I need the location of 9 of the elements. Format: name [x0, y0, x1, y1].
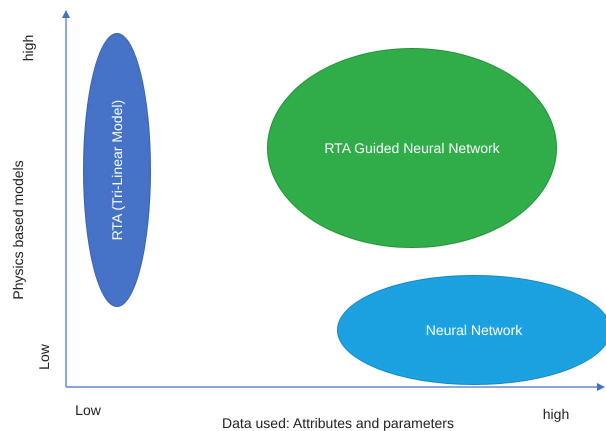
region-label: RTA Guided Neural Network [324, 138, 500, 158]
axis-label: Low [36, 344, 52, 370]
region-label: RTA (Tri-Linear Model) [108, 100, 126, 240]
axis-label: Low [75, 402, 101, 418]
axis-label: Physics based models [10, 160, 26, 300]
axis-label: high [542, 406, 570, 422]
region-label: Neural Network [426, 320, 522, 340]
axis-label: Data used: Attributes and parameters [222, 415, 454, 431]
axis-label: high [20, 34, 36, 62]
